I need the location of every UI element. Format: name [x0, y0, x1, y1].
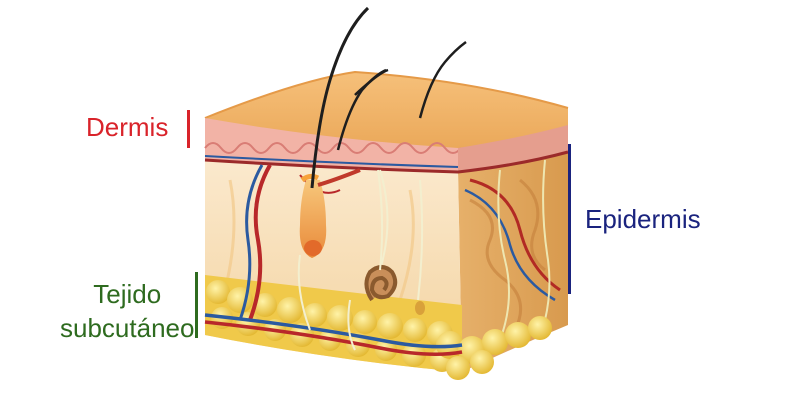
sweat-gland [364, 169, 425, 315]
subcutaneous-bracket [195, 272, 198, 338]
hair-follicle [299, 168, 361, 258]
hairs [310, 6, 467, 189]
dermis-label: Dermis [86, 112, 169, 142]
subcutaneous-label-line-2: subcutáneo [60, 313, 195, 343]
subcutaneous-label-line-1: Tejido [93, 279, 162, 309]
subcutaneous-tissue-label: Tejido subcutáneo [60, 277, 194, 345]
epidermis-bracket [568, 144, 571, 294]
dermis-bracket [187, 110, 190, 148]
epidermis-label: Epidermis [585, 204, 701, 234]
nerves [297, 169, 424, 351]
epidermis-layer [204, 118, 569, 174]
